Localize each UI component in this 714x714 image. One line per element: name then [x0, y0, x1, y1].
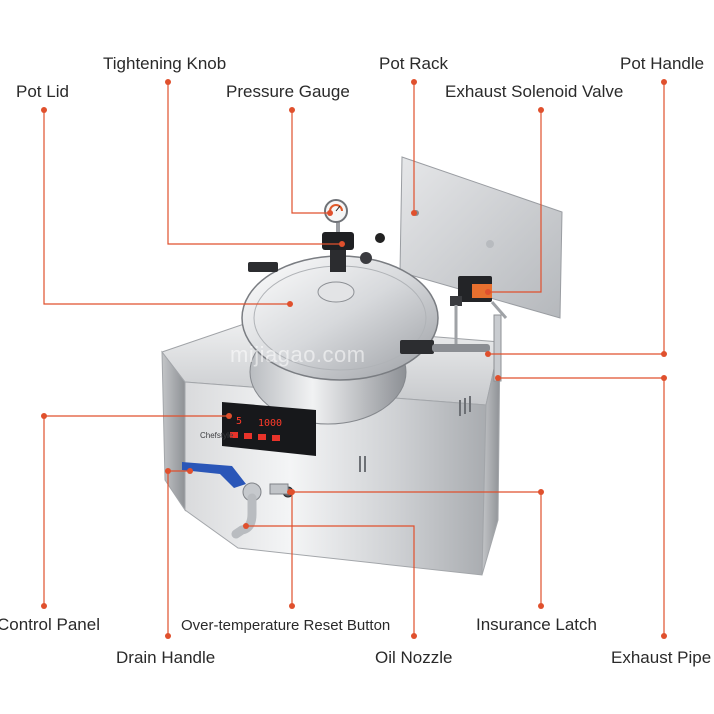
watermark-text: mijiagao.com	[230, 342, 366, 367]
callout-line-exhaust-solenoid-valve	[488, 110, 542, 293]
label-insurance-latch: Insurance Latch	[476, 615, 597, 634]
callout-lines	[43, 82, 665, 636]
label-exhaust-solenoid-valve: Exhaust Solenoid Valve	[445, 82, 624, 101]
label-pressure-gauge: Pressure Gauge	[226, 82, 350, 101]
brand-text: Chefstyle	[200, 431, 234, 440]
exhaust-pipe-tube	[493, 314, 502, 382]
callout-line-tightening-knob	[167, 82, 342, 245]
display-readout-2: 1000	[258, 418, 282, 429]
callout-line-oil-nozzle	[246, 525, 415, 636]
display-readout-1: 5	[236, 416, 242, 427]
pot-rack-panel	[399, 156, 563, 319]
drain-handle-lever	[182, 462, 246, 488]
label-pot-lid: Pot Lid	[16, 82, 69, 101]
pot-handle-bar	[432, 344, 490, 352]
label-exhaust-pipe: Exhaust Pipe	[611, 648, 712, 667]
label-tightening-knob: Tightening Knob	[103, 54, 227, 73]
callout-dots	[41, 79, 667, 639]
callout-line-pot-lid	[43, 110, 290, 305]
label-control-panel: Control Panel	[0, 615, 100, 634]
oil-nozzle-spout	[231, 493, 257, 539]
control-panel-display	[222, 402, 316, 456]
insurance-latch-part	[269, 483, 289, 495]
label-oil-nozzle: Oil Nozzle	[375, 648, 453, 667]
callout-line-pressure-gauge	[291, 110, 330, 214]
label-over-temperature-reset-button: Over-temperature Reset Button	[181, 617, 391, 634]
label-drain-handle: Drain Handle	[116, 648, 216, 667]
lid-clamp-bar	[248, 262, 278, 272]
tightening-knob-body	[322, 232, 354, 250]
label-pot-rack: Pot Rack	[379, 54, 448, 73]
vent-slots	[359, 396, 471, 472]
label-pot-handle: Pot Handle	[620, 54, 705, 73]
